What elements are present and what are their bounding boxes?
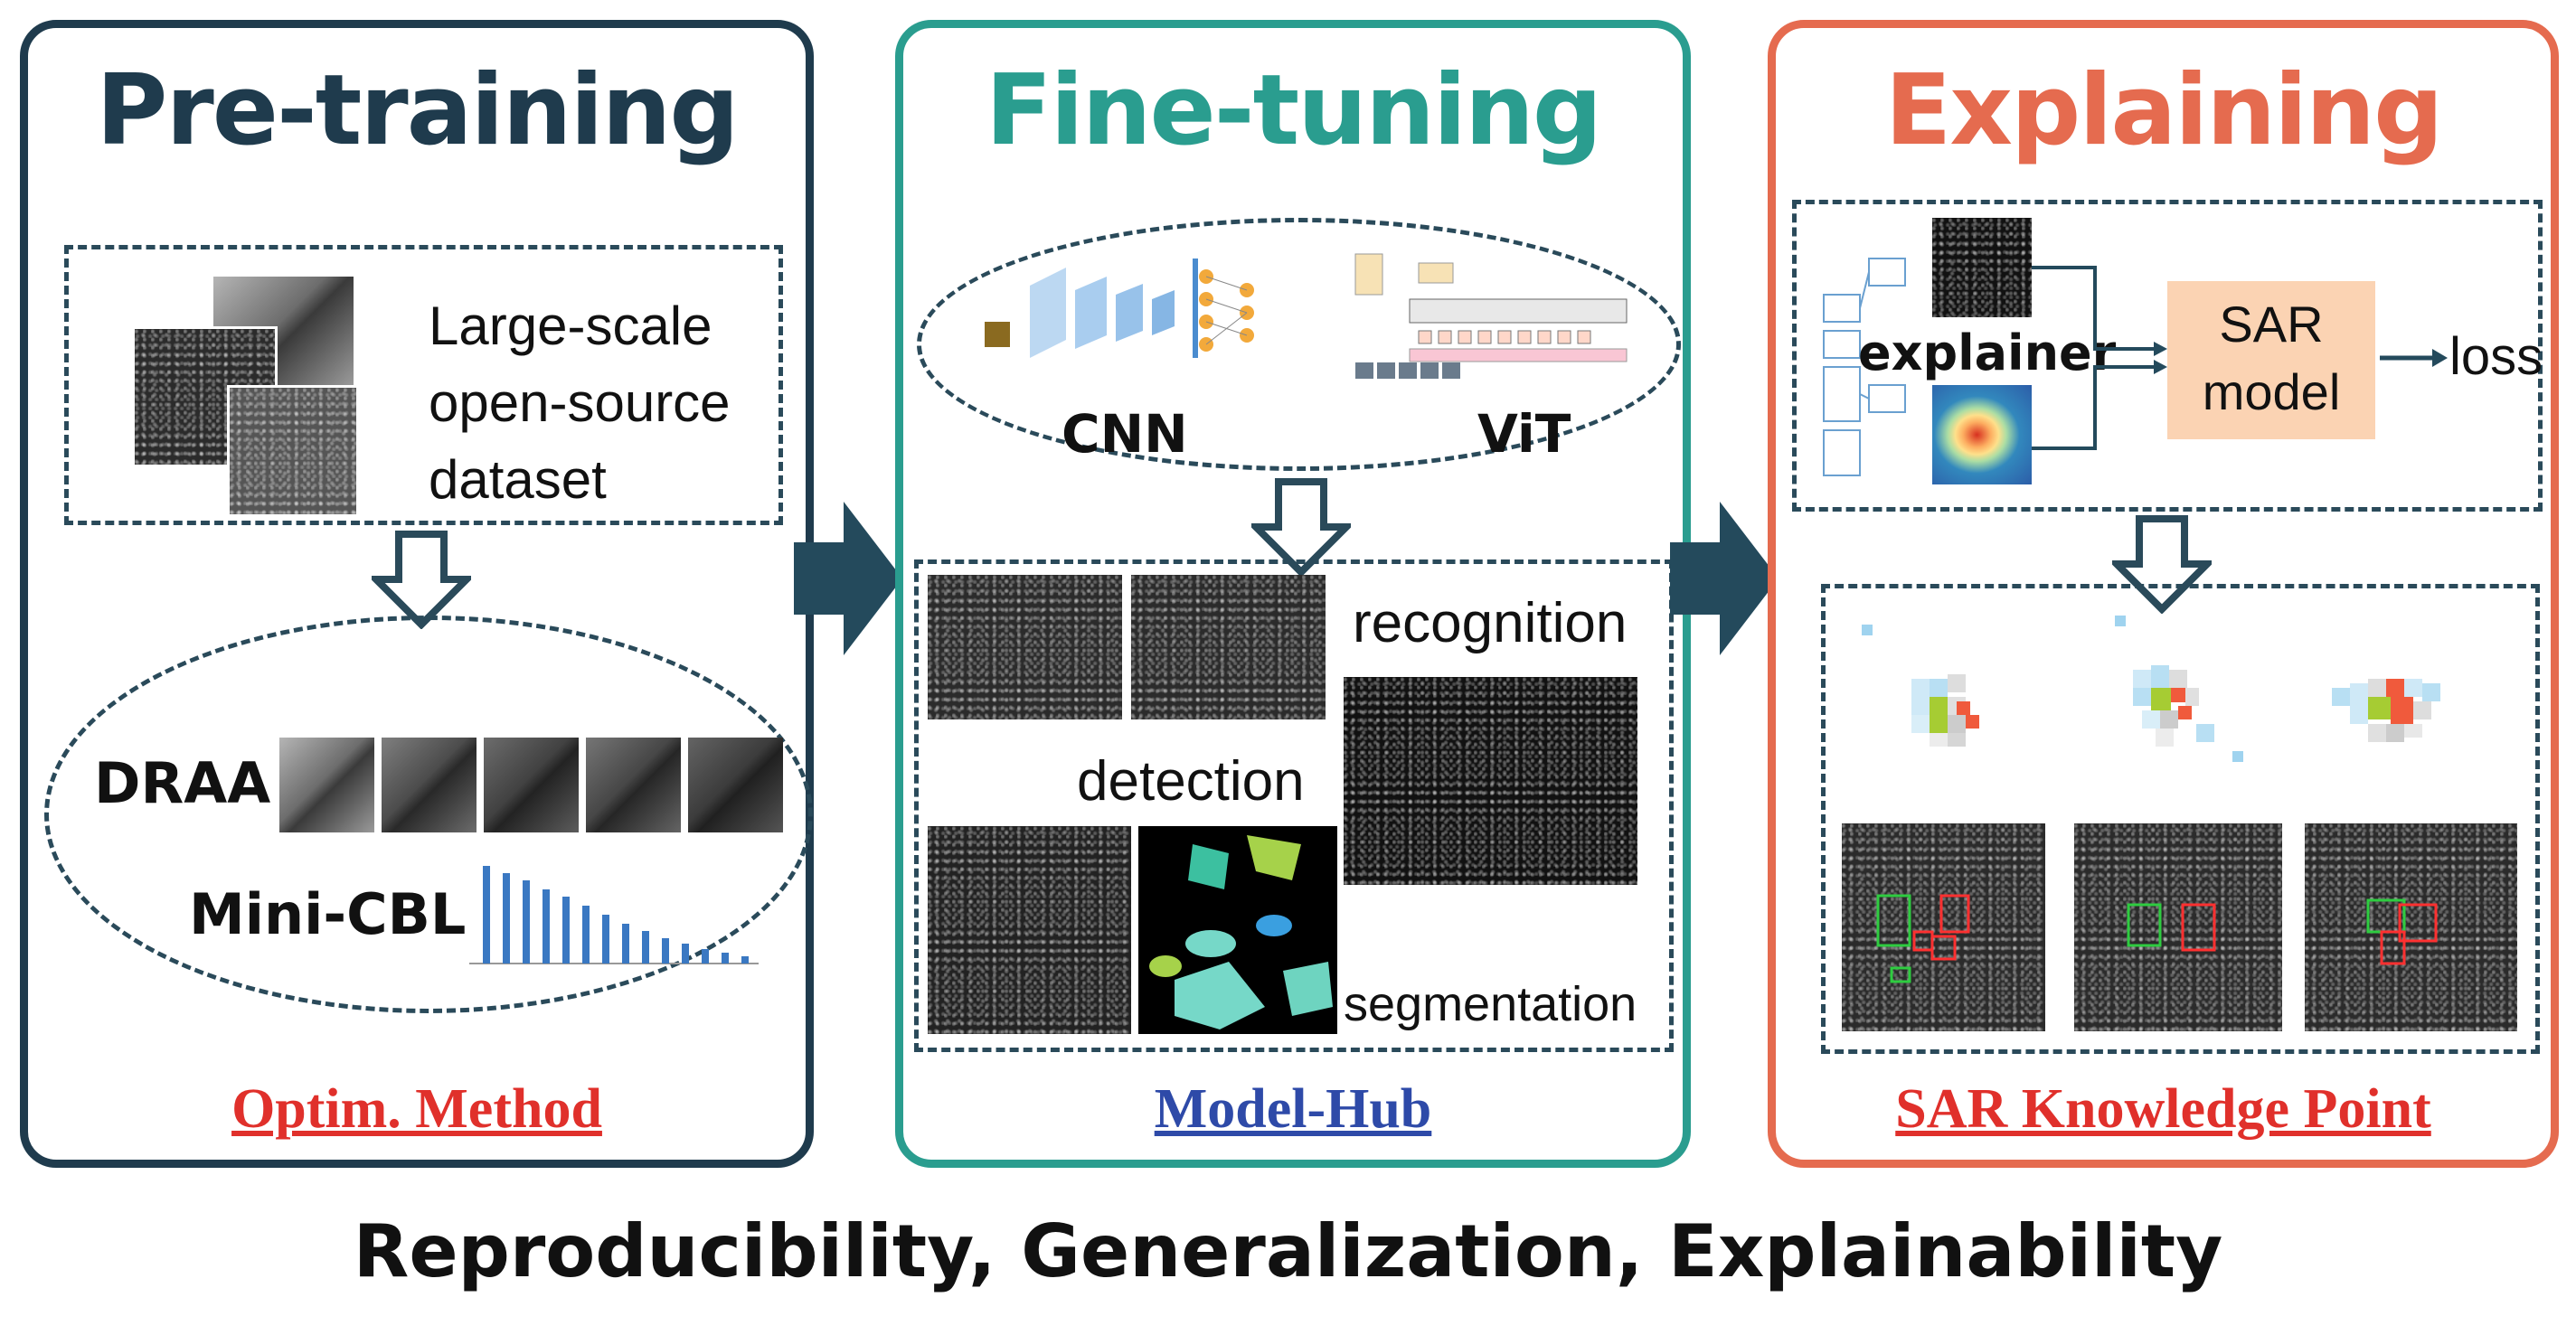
vit-label: ViT bbox=[1477, 403, 1571, 465]
explaining-panel: Explaining explainer SAR model bbox=[1768, 20, 2559, 1168]
recognition-sample-image bbox=[1131, 575, 1326, 719]
knowledge-region-boxes bbox=[2127, 903, 2216, 952]
explaining-title: Explaining bbox=[1884, 54, 2444, 167]
sar-model-label-line1: SAR bbox=[2219, 296, 2324, 353]
sar-sample-image bbox=[227, 385, 359, 517]
draa-label: DRAA bbox=[94, 750, 271, 816]
knowledge-sar-image bbox=[2074, 823, 2282, 1031]
explainer-network-diagram bbox=[1823, 258, 1906, 476]
knowledge-region-boxes bbox=[1876, 894, 1970, 983]
segmentation-mask-image bbox=[1138, 826, 1337, 1034]
knowledge-sar-image bbox=[2305, 823, 2517, 1031]
figure-caption: Reproducibility, Generalization, Explain… bbox=[353, 1209, 2223, 1293]
dataset-box: Large-scale open-source dataset bbox=[64, 245, 783, 525]
knowledge-points-box bbox=[1821, 584, 2540, 1054]
sar-model-label-line2: model bbox=[2202, 363, 2341, 420]
cnn-label: CNN bbox=[1062, 403, 1188, 465]
draa-image bbox=[484, 738, 579, 832]
pretraining-title: Pre-training bbox=[96, 54, 739, 167]
dataset-line-1: Large-scale bbox=[429, 296, 712, 356]
loss-label: loss bbox=[2449, 327, 2543, 386]
draa-image bbox=[688, 738, 783, 832]
dataset-line-2: open-source bbox=[429, 372, 731, 433]
detection-label: detection bbox=[1077, 750, 1305, 813]
finetuning-panel: Fine-tuning CNN ViT bbox=[895, 20, 1691, 1168]
knowledge-heatmap bbox=[1862, 625, 1979, 747]
mini-cbl-bar-chart bbox=[469, 866, 759, 964]
segmentation-sample-image bbox=[928, 826, 1131, 1034]
draa-image bbox=[382, 738, 477, 832]
knowledge-region-boxes bbox=[2366, 898, 2438, 965]
methods-ellipse: DRAA Mini-CBL bbox=[44, 616, 813, 1013]
down-arrow-icon bbox=[372, 530, 471, 629]
output-arrow-icon bbox=[2380, 349, 2448, 367]
cnn-architecture-diagram bbox=[985, 259, 1254, 358]
explainer-label: explainer bbox=[1858, 324, 2117, 381]
down-arrow-icon bbox=[1251, 477, 1351, 577]
finetuning-title: Fine-tuning bbox=[985, 54, 1602, 167]
recognition-label: recognition bbox=[1353, 592, 1628, 654]
explainer-pipeline-box: explainer SAR model loss bbox=[1792, 200, 2543, 512]
optim-method-link[interactable]: Optim. Method bbox=[231, 1078, 602, 1140]
sar-input-image bbox=[1932, 218, 2032, 317]
knowledge-heatmap bbox=[2115, 616, 2243, 762]
sar-model-box bbox=[2167, 281, 2375, 439]
mini-cbl-label: Mini-CBL bbox=[189, 881, 467, 947]
draa-image bbox=[586, 738, 681, 832]
right-arrow-icon bbox=[1670, 502, 1779, 660]
saliency-heatmap-image bbox=[1932, 385, 2032, 484]
recognition-sample-image bbox=[928, 575, 1122, 719]
draa-image bbox=[279, 738, 374, 832]
segmentation-label: segmentation bbox=[1344, 977, 1637, 1031]
flow-connectors bbox=[2032, 266, 2167, 450]
dataset-line-3: dataset bbox=[429, 449, 607, 510]
vit-architecture-diagram bbox=[1354, 253, 1628, 379]
knowledge-sar-image bbox=[1842, 823, 2045, 1031]
models-ellipse: CNN ViT bbox=[917, 218, 1681, 471]
tasks-box: recognition detection segmentation bbox=[914, 559, 1674, 1052]
pretraining-panel: Pre-training Large-scale open-source dat… bbox=[20, 20, 814, 1168]
knowledge-heatmap bbox=[2332, 679, 2440, 742]
sar-knowledge-point-link[interactable]: SAR Knowledge Point bbox=[1895, 1078, 2431, 1140]
right-arrow-icon bbox=[794, 502, 902, 660]
model-hub-link[interactable]: Model-Hub bbox=[1154, 1078, 1432, 1140]
detection-sample-image bbox=[1344, 677, 1637, 885]
